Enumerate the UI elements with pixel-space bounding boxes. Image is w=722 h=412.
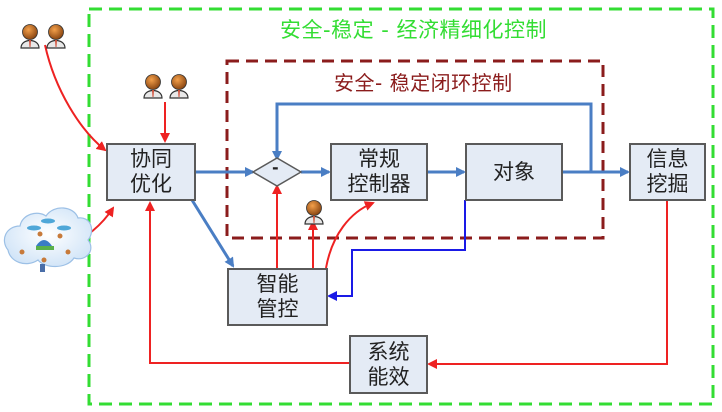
mining-line1: 信息 xyxy=(646,147,689,171)
controller-line1: 常规 xyxy=(358,147,400,171)
outer-frame-title: 安全-稳定 - 经济精细化控制 xyxy=(280,18,548,42)
arrow-coop-to-smartctrl xyxy=(190,199,235,268)
comparator-diamond xyxy=(251,157,303,187)
coop-optimization-box[interactable]: 协同 优化 xyxy=(106,143,196,201)
arrow-plant-to-smartctrl xyxy=(327,200,466,301)
efficiency-line1: 系统 xyxy=(367,339,410,364)
arrow-feedback-loop xyxy=(272,102,593,172)
comparator-label: - xyxy=(272,158,279,177)
smart-control-box[interactable]: 智能 管控 xyxy=(227,268,328,326)
people-pair-icon xyxy=(20,23,66,49)
info-mining-box[interactable]: 信息 挖掘 xyxy=(629,143,706,201)
arrow-experts-to-coop xyxy=(44,44,107,152)
inner-frame xyxy=(225,59,605,240)
smartctrl-line2: 管控 xyxy=(256,297,299,321)
mining-line2: 挖掘 xyxy=(646,172,689,196)
arrow-efficiency-to-coop xyxy=(145,201,349,364)
arrow-smartctrl-to-controller xyxy=(325,201,375,269)
smartctrl-line1: 智能 xyxy=(256,272,299,296)
plant-label: 对象 xyxy=(493,159,535,184)
controller-box[interactable]: 常规 控制器 xyxy=(330,143,428,201)
system-efficiency-box[interactable]: 系统 能效 xyxy=(349,335,428,394)
coop-line2: 优化 xyxy=(130,172,172,196)
cloud-network-icon xyxy=(3,207,93,272)
arrow-mining-to-efficiency xyxy=(427,200,668,369)
coop-line1: 协同 xyxy=(130,147,172,171)
controller-line2: 控制器 xyxy=(347,172,411,196)
plant-box[interactable]: 对象 xyxy=(465,143,563,201)
outer-frame xyxy=(87,7,715,406)
inner-frame-title: 安全- 稳定闭环控制 xyxy=(334,71,513,95)
efficiency-line2: 能效 xyxy=(367,364,410,389)
person-icon xyxy=(304,199,324,225)
people-pair-icon xyxy=(143,73,189,99)
